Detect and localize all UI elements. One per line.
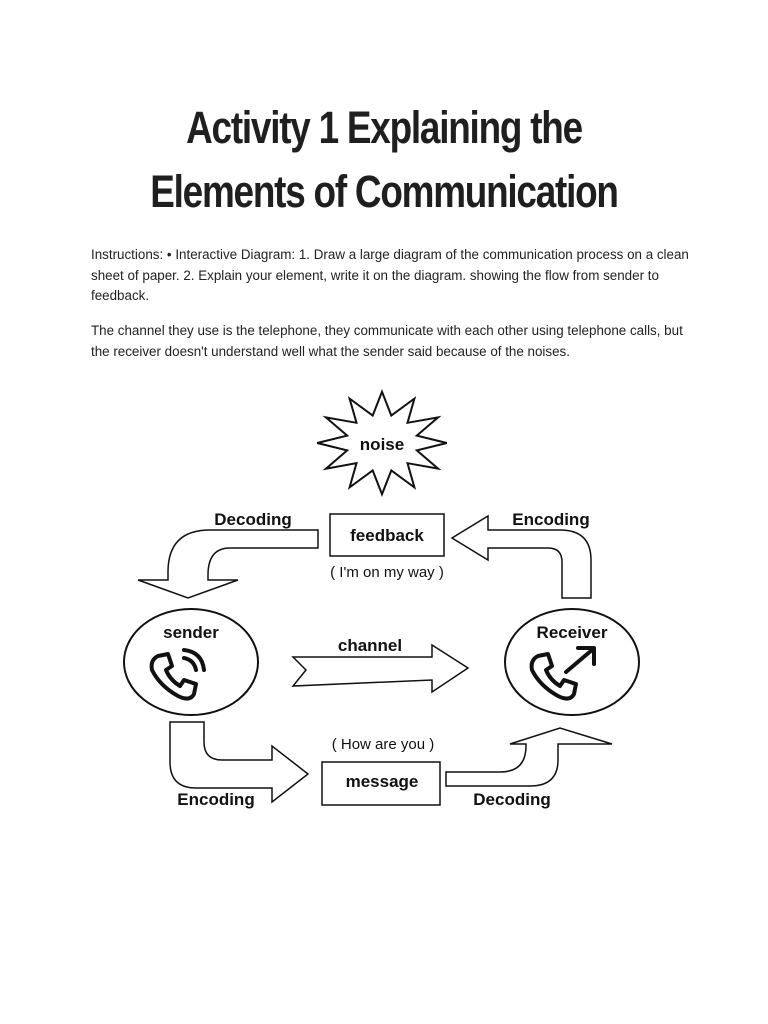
encoding-bottom-label: Encoding bbox=[177, 790, 254, 809]
phone-calling-icon bbox=[149, 648, 206, 701]
feedback-box bbox=[329, 513, 445, 557]
receiver-node: Receiver bbox=[504, 608, 640, 716]
channel-arrow bbox=[291, 643, 470, 694]
feedback-quote: ( I'm on my way ) bbox=[330, 564, 444, 581]
encoding-top-label: Encoding bbox=[512, 510, 589, 529]
message-box bbox=[321, 761, 441, 806]
noise-star: noise bbox=[316, 388, 448, 498]
instructions-text: Instructions: • Interactive Diagram: 1. … bbox=[91, 247, 689, 303]
sender-label: sender bbox=[163, 623, 219, 642]
decoding-bottom-arrow bbox=[445, 727, 613, 787]
channel-label: channel bbox=[338, 636, 402, 655]
message-label: message bbox=[346, 772, 419, 791]
title-line-2: Elements of Communication bbox=[150, 166, 619, 217]
receiver-label: Receiver bbox=[537, 623, 608, 642]
encoding-top-arrow bbox=[450, 514, 592, 599]
communication-diagram: noise feedback ( I'm on my way ) Decodin… bbox=[123, 388, 640, 809]
encoding-bottom-arrow bbox=[169, 721, 310, 804]
decoding-bottom-label: Decoding bbox=[473, 790, 550, 809]
message-quote: ( How are you ) bbox=[332, 736, 435, 753]
decoding-top-arrow bbox=[137, 529, 319, 599]
description-text: The channel they use is the telephone, t… bbox=[91, 323, 683, 359]
decoding-top-label: Decoding bbox=[214, 510, 291, 529]
page-title: Activity 1 Explaining the Elements of Co… bbox=[69, 96, 699, 224]
noise-label: noise bbox=[360, 435, 404, 454]
phone-outgoing-icon bbox=[529, 646, 596, 701]
sender-node: sender bbox=[123, 608, 259, 716]
title-line-1: Activity 1 Explaining the bbox=[186, 102, 583, 153]
feedback-label: feedback bbox=[350, 526, 424, 545]
